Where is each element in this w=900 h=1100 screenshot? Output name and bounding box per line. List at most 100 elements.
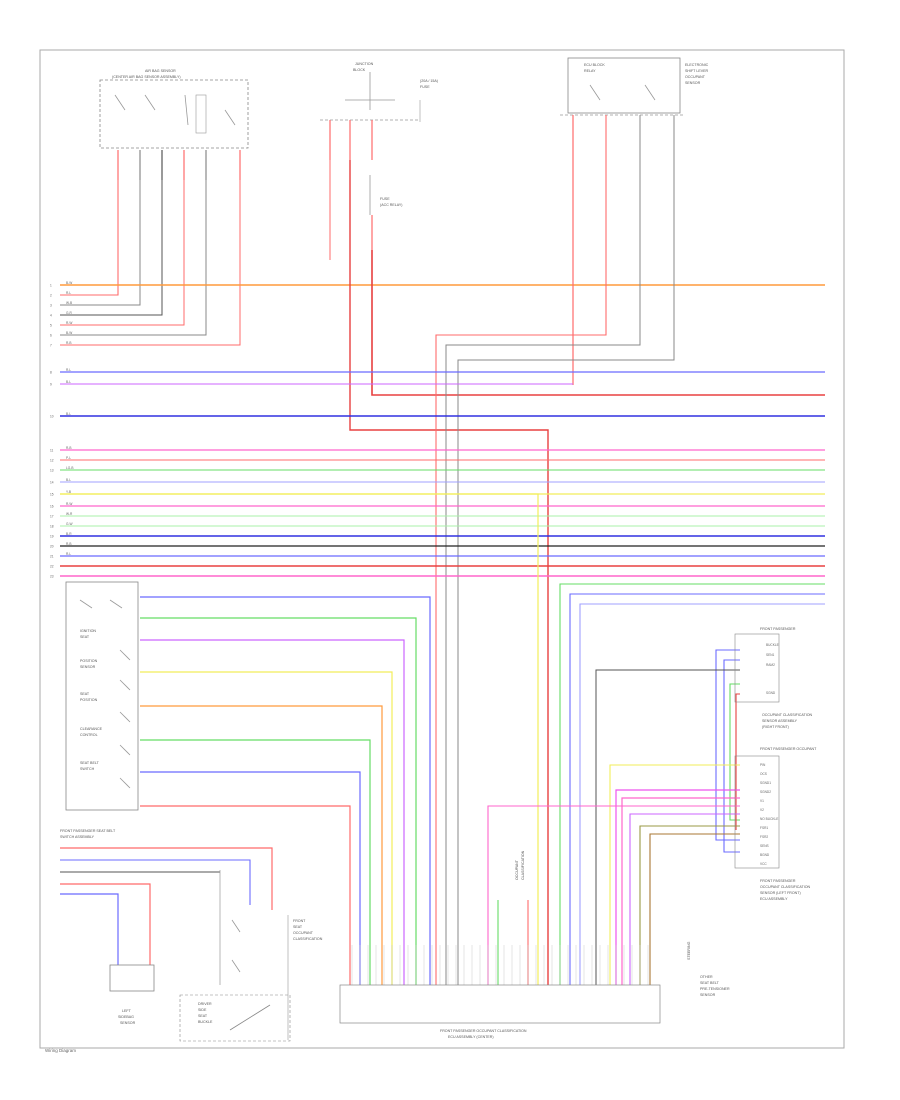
wire xyxy=(723,659,740,853)
component-airbag-sensor: AIR BAG SENSOR (CENTER AIR BAG SENSOR AS… xyxy=(99,69,249,149)
row-pin-left: 19 xyxy=(50,535,54,539)
row-pin-left: 8 xyxy=(50,371,52,375)
svg-text:SIDE: SIDE xyxy=(198,1008,207,1012)
row-pin-left: 16 xyxy=(50,505,54,509)
wire-label: R-W xyxy=(66,321,72,325)
svg-text:SHIFT LEVER: SHIFT LEVER xyxy=(685,69,709,73)
svg-text:FRONT PASSENGER SEAT BELT: FRONT PASSENGER SEAT BELT xyxy=(60,829,116,833)
svg-text:AIR BAG SENSOR: AIR BAG SENSOR xyxy=(145,69,176,73)
row-pin-left: 18 xyxy=(50,525,54,529)
svg-text:CLASSIFICATION: CLASSIFICATION xyxy=(521,850,525,880)
wire-label-layer: 1234567891011121314151617181920212223B-W… xyxy=(50,281,73,579)
row-pin-left: 3 xyxy=(50,304,52,308)
wire xyxy=(60,847,273,910)
svg-text:SWITCH ASSEMBLY: SWITCH ASSEMBLY xyxy=(60,835,95,839)
svg-text:V2: V2 xyxy=(760,808,764,812)
wire xyxy=(609,764,740,985)
wire xyxy=(435,115,607,985)
wire xyxy=(60,180,163,316)
row-pin-left: 5 xyxy=(50,324,52,328)
wire xyxy=(445,115,641,985)
svg-text:CLASSIFICATION: CLASSIFICATION xyxy=(293,937,323,941)
row-pin-left: 10 xyxy=(50,415,54,419)
svg-text:FUSE: FUSE xyxy=(380,197,390,201)
component-occupant-connector: FRONT PASSENGER SEAT BELT SWITCH ASSEMBL… xyxy=(60,829,155,1025)
svg-text:ELECTRONIC: ELECTRONIC xyxy=(685,63,709,67)
component-driver-buckle: DRIVER SIDE SEAT BUCKLE xyxy=(179,870,291,1042)
svg-text:IGNITION: IGNITION xyxy=(80,629,96,633)
wire-label: R-L xyxy=(66,368,71,372)
row-pin-left: 4 xyxy=(50,314,52,318)
wire-label: G-R xyxy=(66,311,73,315)
row-pin-left: 14 xyxy=(50,481,54,485)
wire-label: R-L xyxy=(66,552,71,556)
svg-text:V1: V1 xyxy=(760,799,764,803)
row-pin-left: 2 xyxy=(50,294,52,298)
component-switch-stack: IGNITION SEAT POSITION SENSOR SEAT POSIT… xyxy=(65,581,139,811)
wire xyxy=(569,593,825,985)
component-steering-pad: STEERING OTHER SEAT BELT PRE-TENSIONER S… xyxy=(687,941,730,997)
svg-text:FRONT PASSENGER: FRONT PASSENGER xyxy=(760,627,796,631)
wire-label: B-L xyxy=(66,412,71,416)
wire-label: B-W xyxy=(66,281,72,285)
svg-text:BLOCK: BLOCK xyxy=(353,68,366,72)
row-pin-left: 17 xyxy=(50,515,54,519)
svg-text:SGND1: SGND1 xyxy=(760,781,771,785)
svg-text:FRONT PASSENGER OCCUPANT CLASS: FRONT PASSENGER OCCUPANT CLASSIFICATION xyxy=(440,1029,527,1033)
svg-text:RAM2: RAM2 xyxy=(766,663,775,667)
component-front-seat-label: FRONT SEAT OCCUPANT CLASSIFICATION xyxy=(287,915,323,1040)
svg-text:OCCUPANT CLASSIFICATION: OCCUPANT CLASSIFICATION xyxy=(762,713,813,717)
wire-switch xyxy=(140,639,405,985)
row-pin-left: 22 xyxy=(50,565,54,569)
wire xyxy=(639,825,740,985)
wire-switch xyxy=(140,739,371,985)
row-pin-left: 15 xyxy=(50,493,54,497)
svg-text:BUCKLE: BUCKLE xyxy=(198,1020,213,1024)
svg-text:SEAT: SEAT xyxy=(198,1014,208,1018)
component-right-connector-2: FRONT PASSENGER OCCUPANT PIN OCS SGND1 S… xyxy=(734,747,817,901)
svg-text:SEAT: SEAT xyxy=(80,635,90,639)
wire xyxy=(60,180,141,306)
svg-text:FSR1: FSR1 xyxy=(760,826,768,830)
svg-text:(ACC RELAY): (ACC RELAY) xyxy=(380,203,403,207)
component-junction-block: JUNCTION BLOCK (20A / 15A) FUSE FUSE (AC… xyxy=(320,62,438,215)
wire-switch xyxy=(140,596,431,985)
svg-text:PRE-TENSIONER: PRE-TENSIONER xyxy=(700,987,730,991)
wire xyxy=(559,583,825,985)
svg-text:SIDEBAG: SIDEBAG xyxy=(118,1015,134,1019)
wire xyxy=(595,669,740,985)
svg-text:SENSOR (LEFT FRONT): SENSOR (LEFT FRONT) xyxy=(760,891,801,895)
svg-text:POSITION: POSITION xyxy=(80,659,98,663)
svg-text:SWITCH: SWITCH xyxy=(80,767,95,771)
wire xyxy=(60,883,151,965)
wire xyxy=(371,250,825,396)
wire-label: B-W xyxy=(66,331,72,335)
wire-label: B-L xyxy=(66,380,71,384)
wire xyxy=(629,813,740,985)
svg-text:JUNCTION: JUNCTION xyxy=(355,62,374,66)
diagram-border xyxy=(39,49,845,1049)
svg-text:DRIVER: DRIVER xyxy=(198,1002,212,1006)
svg-text:SGND: SGND xyxy=(766,691,776,695)
wire-label: B-L xyxy=(66,478,71,482)
svg-text:FRONT: FRONT xyxy=(293,919,306,923)
svg-text:ECU ASSEMBLY (CENTER): ECU ASSEMBLY (CENTER) xyxy=(448,1035,494,1039)
wire xyxy=(579,603,825,985)
svg-text:OCS: OCS xyxy=(760,772,767,776)
svg-text:(CENTER AIR BAG SENSOR ASSEMBL: (CENTER AIR BAG SENSOR ASSEMBLY) xyxy=(112,75,181,79)
component-main-ecu: FRONT PASSENGER OCCUPANT CLASSIFICATION … xyxy=(339,984,661,1039)
row-pin-left: 13 xyxy=(50,469,54,473)
svg-text:OTHER: OTHER xyxy=(700,975,713,979)
svg-text:SENSOR: SENSOR xyxy=(120,1021,136,1025)
wire-switch xyxy=(140,771,361,985)
row-pin-left: 21 xyxy=(50,555,54,559)
wire-layer xyxy=(60,115,825,985)
wire xyxy=(615,789,740,985)
row-pin-left: 11 xyxy=(50,449,54,453)
svg-text:SENSOR ASSEMBLY: SENSOR ASSEMBLY xyxy=(762,719,798,723)
wire-label: W-R xyxy=(66,512,73,516)
svg-text:SEAT: SEAT xyxy=(293,925,303,929)
svg-text:STEERING: STEERING xyxy=(687,941,691,960)
svg-text:SEN1: SEN1 xyxy=(766,653,775,657)
